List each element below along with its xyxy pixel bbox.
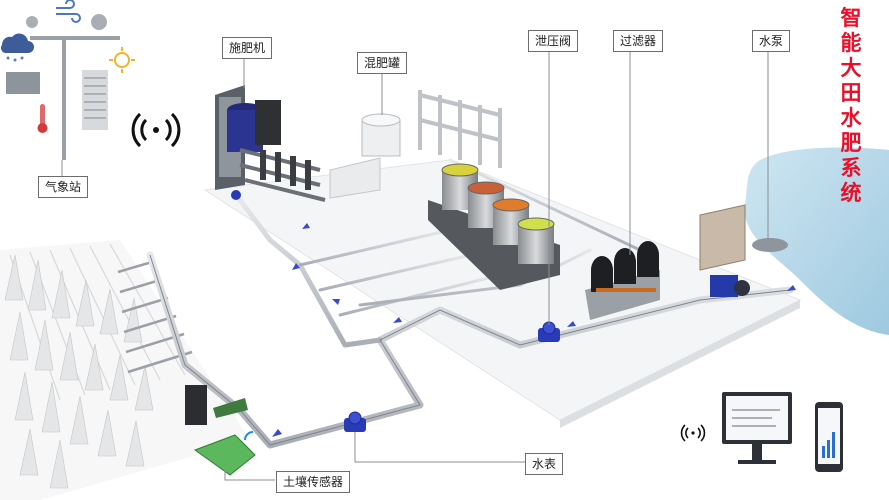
mixing-tank [329, 113, 401, 199]
thermometer-icon [37, 104, 48, 133]
label-mixing-tank: 混肥罐 [357, 52, 408, 74]
wind-icon [56, 0, 81, 23]
leader-lines [61, 50, 769, 481]
crop-field [0, 240, 250, 500]
title-char: 能 [840, 31, 862, 55]
filter-units [585, 241, 660, 320]
weather-station [6, 14, 120, 160]
platform-edge [560, 300, 800, 428]
wireless-signal-icon-small [680, 424, 706, 442]
title-char: 大 [840, 56, 862, 80]
label-weather-station: 气象站 [38, 176, 89, 198]
title-char: 水 [840, 106, 862, 130]
label-pressure-relief-valve: 泄压阀 [528, 30, 579, 52]
fertilizer-machine [215, 85, 326, 202]
title-char: 田 [840, 81, 862, 105]
wireless-signal-icon [131, 112, 181, 148]
water-pump [699, 204, 788, 297]
monitor-icon [722, 392, 792, 464]
dosing-rack [418, 90, 502, 168]
water-meter-device [344, 411, 366, 432]
title-char: 系 [840, 156, 862, 180]
flow-arrows [272, 223, 796, 437]
title-char: 智 [840, 6, 862, 30]
pond [744, 147, 889, 335]
sun-icon [109, 47, 135, 73]
weather-icon [0, 33, 34, 62]
label-filter: 过滤器 [613, 30, 664, 52]
system-title: 智 能 大 田 水 肥 系 统 [836, 6, 866, 206]
label-fertilizer-machine: 施肥机 [222, 37, 273, 59]
title-char: 统 [840, 181, 862, 205]
label-water-pump: 水泵 [752, 30, 791, 52]
fertilizer-tanks [428, 163, 560, 290]
label-soil-sensor: 土壤传感器 [276, 471, 351, 493]
pipe-outline [149, 254, 791, 446]
title-char: 肥 [840, 131, 862, 155]
label-water-meter: 水表 [525, 453, 564, 475]
soil-sensor-device [185, 385, 256, 476]
phone-chart-icon [815, 402, 843, 472]
